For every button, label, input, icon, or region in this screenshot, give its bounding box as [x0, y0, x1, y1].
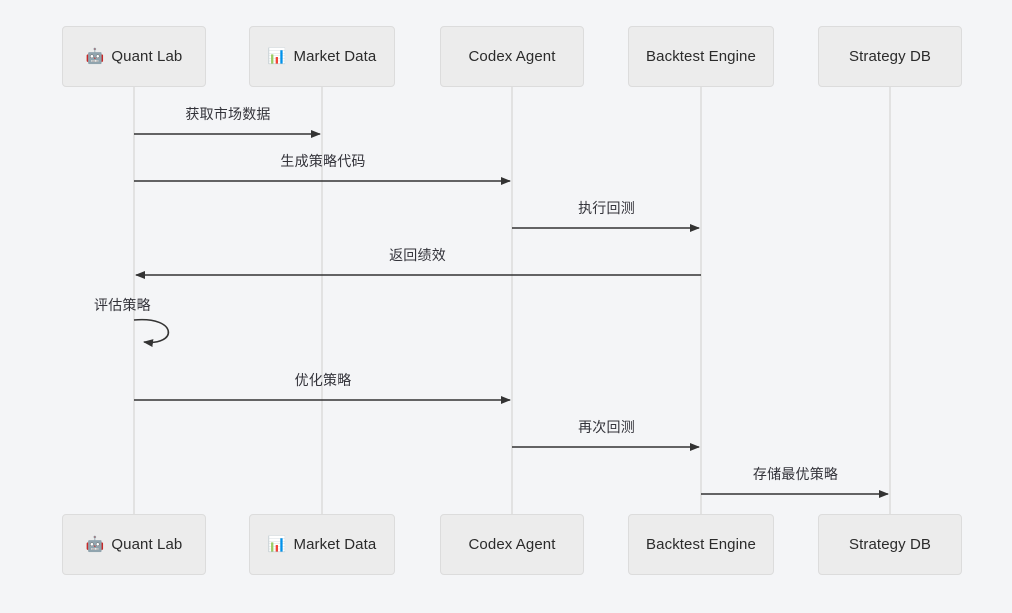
participant-label: Market Data: [293, 48, 377, 65]
participant-quant-lab-top[interactable]: 🤖 Quant Lab: [62, 26, 206, 87]
participant-codex-agent-bottom[interactable]: Codex Agent: [440, 514, 584, 575]
message-label-m1: 获取市场数据: [185, 106, 271, 122]
message-label-m7: 再次回测: [578, 419, 635, 435]
robot-icon: 🤖: [85, 48, 105, 65]
participant-strategy-db-top[interactable]: Strategy DB: [818, 26, 962, 87]
participant-label: Market Data: [293, 536, 377, 553]
participant-backtest-engine-bottom[interactable]: Backtest Engine: [628, 514, 774, 575]
participant-strategy-db-bottom[interactable]: Strategy DB: [818, 514, 962, 575]
participant-quant-lab-bottom[interactable]: 🤖 Quant Lab: [62, 514, 206, 575]
participant-label: Backtest Engine: [646, 536, 756, 553]
participant-label: Quant Lab: [111, 536, 183, 553]
participant-label: Strategy DB: [849, 48, 931, 65]
message-label-m5: 评估策略: [94, 297, 151, 313]
participant-backtest-engine-top[interactable]: Backtest Engine: [628, 26, 774, 87]
message-label-m6: 优化策略: [294, 372, 352, 388]
participant-label: Strategy DB: [849, 536, 931, 553]
message-arrows-layer: [133, 130, 889, 498]
participant-label: Codex Agent: [468, 48, 556, 65]
lifelines-layer: [133, 87, 891, 514]
bar-chart-icon: 📊: [267, 48, 287, 65]
participant-label: Backtest Engine: [646, 48, 756, 65]
bar-chart-icon: 📊: [267, 536, 287, 553]
self-message-arrow-m5: [133, 318, 170, 348]
message-label-m2: 生成策略代码: [280, 153, 366, 169]
message-label-m3: 执行回测: [578, 200, 635, 216]
message-label-m8: 存储最优策略: [752, 466, 839, 482]
participant-codex-agent-top[interactable]: Codex Agent: [440, 26, 584, 87]
participant-label: Quant Lab: [111, 48, 183, 65]
robot-icon: 🤖: [85, 536, 105, 553]
participant-label: Codex Agent: [468, 536, 556, 553]
participant-market-data-top[interactable]: 📊 Market Data: [249, 26, 395, 87]
message-label-m4: 返回绩效: [389, 247, 446, 263]
participant-market-data-bottom[interactable]: 📊 Market Data: [249, 514, 395, 575]
